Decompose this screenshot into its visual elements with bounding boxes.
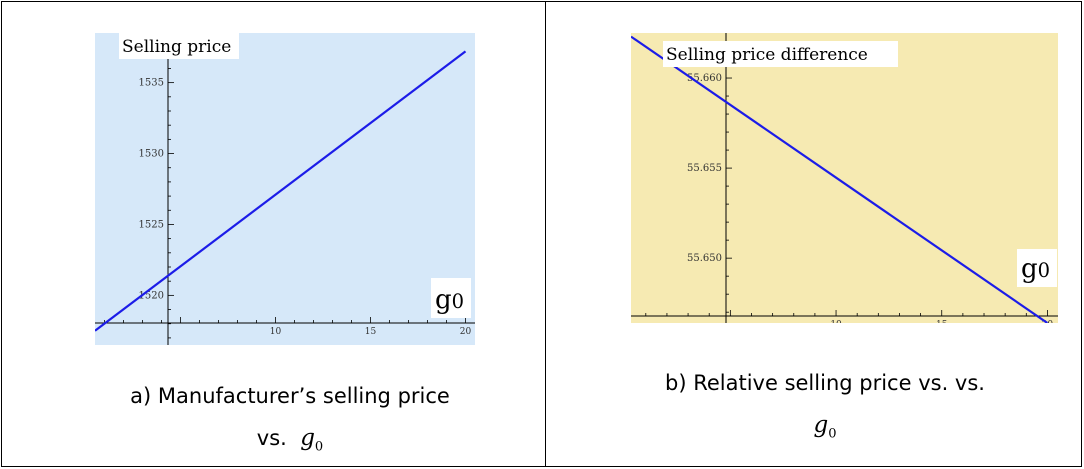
chart-title: Selling price difference <box>666 45 868 65</box>
y-tick-label: 1520 <box>139 290 164 301</box>
caption-b-line1: b) Relative selling price vs. vs. <box>665 371 985 395</box>
x-axis-label: g0 <box>435 285 464 315</box>
title-box <box>663 41 898 67</box>
plot-background <box>95 33 475 345</box>
column-divider <box>545 1 546 467</box>
caption-a-symbol-sub: 0 <box>314 439 324 455</box>
chart-title: Selling price <box>122 37 231 57</box>
xlabel-box <box>431 278 471 318</box>
caption-a-symbol-g: g <box>300 425 315 451</box>
caption-b: b) Relative selling price vs. vs. g0 <box>625 362 1025 456</box>
y-tick-label: 55.655 <box>687 163 722 174</box>
chart-selling-price-difference: 10 15 20 55.650 55.655 55.660 Selling price di… <box>631 33 1058 323</box>
series-line <box>631 35 1049 323</box>
caption-b-symbol: g0 <box>813 412 836 442</box>
x-tick-label: 20 <box>460 327 472 337</box>
caption-b-symbol-sub: 0 <box>828 426 837 442</box>
plot-background <box>631 33 1058 323</box>
caption-a-vs: vs. <box>256 426 287 450</box>
x-axis-label-sub: 0 <box>1038 259 1050 282</box>
caption-a-symbol: g0 <box>300 425 323 455</box>
x-axis-label-sub: 0 <box>452 290 464 313</box>
xlabel-box <box>1017 249 1057 287</box>
x-tick-label: 15 <box>936 320 948 323</box>
x-axis-label: g0 <box>1021 254 1050 284</box>
caption-a-line1: a) Manufacturer’s selling price <box>130 384 450 408</box>
caption-a-line2: vs. g0 <box>100 417 480 469</box>
caption-a: a) Manufacturer’s selling price vs. g0 <box>100 375 480 469</box>
caption-b-symbol-g: g <box>813 412 829 438</box>
y-tick-label: 1525 <box>139 219 164 230</box>
series-line <box>95 50 467 332</box>
y-tick-label: 55.650 <box>687 253 722 264</box>
x-tick-label: 20 <box>1042 320 1054 323</box>
chart-svg: 10 15 20 55.650 55.655 55.660 Selling price di… <box>631 33 1058 323</box>
y-tick-label: 1535 <box>139 78 164 89</box>
x-tick-label: 15 <box>365 327 377 337</box>
x-axis-label-base: g <box>1021 254 1038 284</box>
title-box <box>119 33 239 59</box>
y-tick-label: 55.660 <box>687 73 722 84</box>
caption-b-line2: g0 <box>625 404 1025 456</box>
x-tick-label: 10 <box>270 327 282 337</box>
y-tick-label: 1530 <box>139 149 164 160</box>
x-axis-label-base: g <box>435 285 452 315</box>
x-tick-label: 10 <box>830 320 842 323</box>
